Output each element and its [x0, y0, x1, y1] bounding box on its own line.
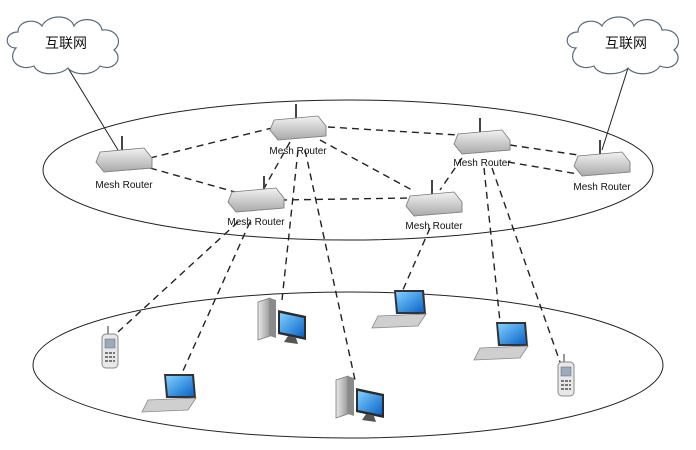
internet-cloud-left: 互联网: [6, 16, 119, 75]
laptop-icon: [141, 374, 197, 413]
cloud-label: 互联网: [45, 36, 87, 52]
mesh-router-top-right: Mesh Router: [453, 118, 511, 169]
router-label: Mesh Router: [405, 221, 463, 232]
router-label: Mesh Router: [573, 182, 631, 193]
mesh-router-right: Mesh Router: [573, 140, 631, 193]
backbone-ellipse: [42, 99, 654, 241]
mesh-links: [149, 126, 579, 201]
mesh-router-left: Mesh Router: [95, 136, 153, 191]
internet-cloud-right: 互联网: [566, 16, 679, 75]
cloud-label: 互联网: [605, 36, 647, 52]
client-links: [117, 149, 561, 383]
router-label: Mesh Router: [453, 158, 511, 169]
desktop-pc-icon: [257, 297, 306, 344]
laptop-icon: [371, 290, 427, 329]
cloud-link-left: [67, 67, 119, 151]
laptop-icon: [473, 322, 529, 361]
router-label: Mesh Router: [269, 146, 327, 157]
desktop-pc-icon: [335, 375, 384, 422]
cloud-link-right: [601, 67, 629, 151]
router-label: Mesh Router: [227, 217, 285, 228]
cell-phone-icon: [101, 326, 119, 369]
client-ellipse: [32, 291, 664, 439]
router-label: Mesh Router: [95, 180, 153, 191]
mesh-router-top: Mesh Router: [269, 104, 327, 157]
mesh-router-middle-right: Mesh Router: [405, 180, 463, 232]
mesh-router-middle-left: Mesh Router: [227, 176, 285, 228]
cell-phone-icon: [557, 354, 575, 397]
